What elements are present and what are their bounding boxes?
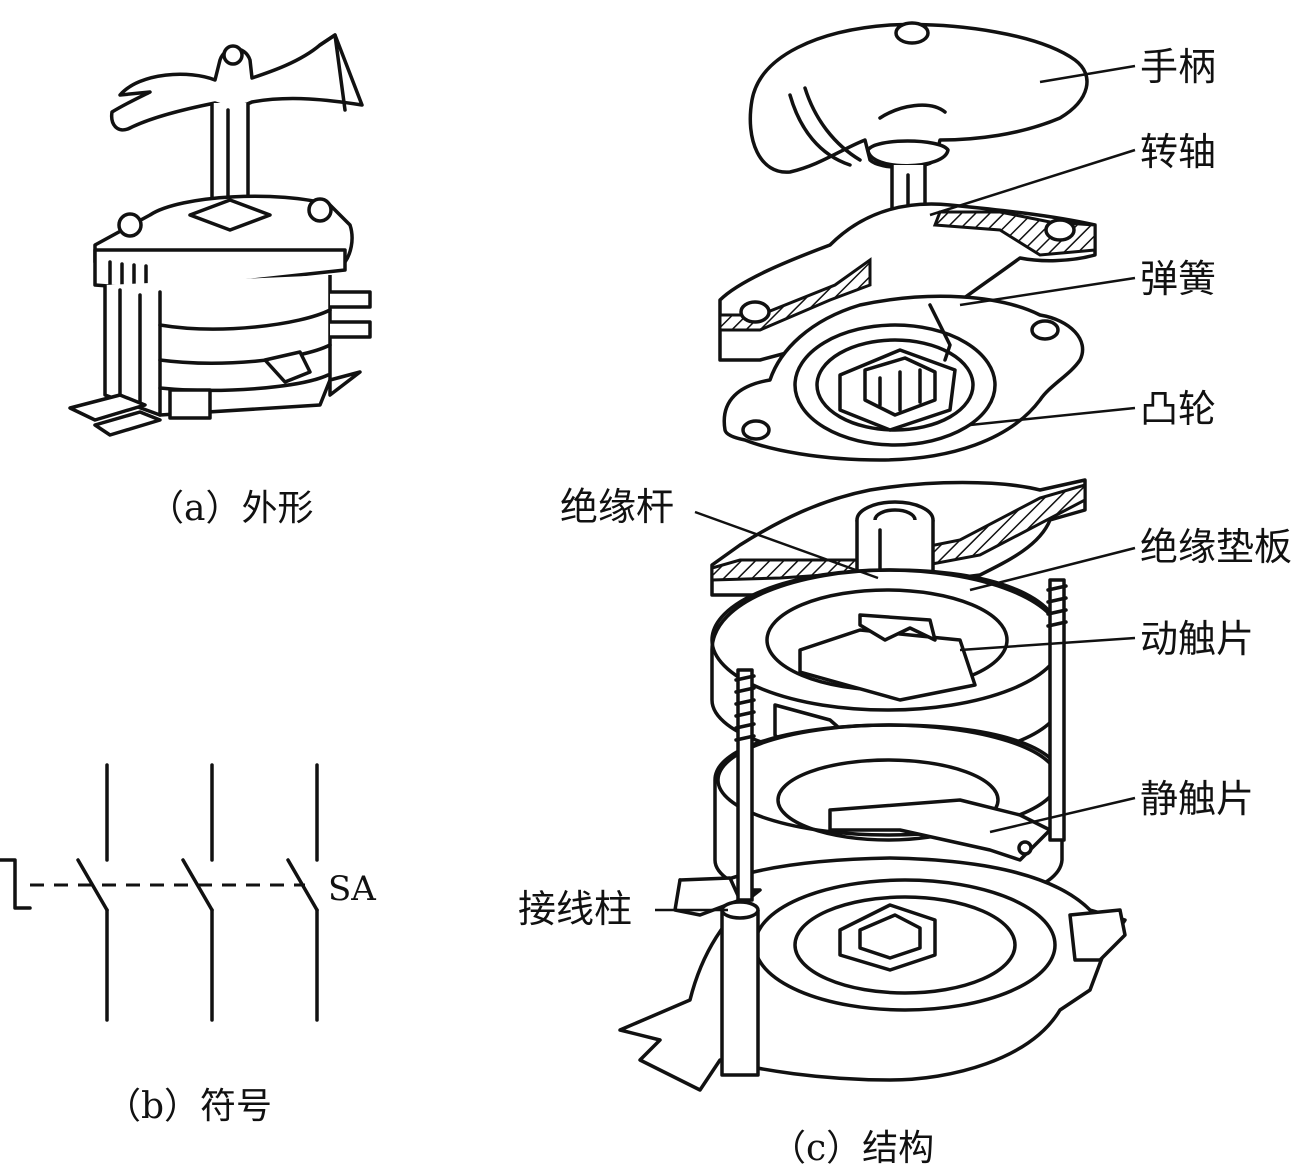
label-handle: 手柄 [1140,45,1216,89]
label-spring: 弹簧 [1140,257,1216,301]
exploded-structure-drawing [618,21,1127,1092]
label-moving-contact: 动触片 [1140,617,1254,661]
label-static-contact: 静触片 [1140,777,1254,821]
caption-c: （c）结构 [770,1128,934,1169]
label-shaft: 转轴 [1140,130,1216,174]
switch-symbol [0,763,319,1022]
label-insulating-pad: 绝缘垫板 [1140,525,1292,569]
label-insulating-rod: 绝缘杆 [560,485,674,529]
external-view-drawing [68,33,372,437]
label-cam: 凸轮 [1140,387,1216,431]
leader-lines [655,64,1136,912]
caption-b: （b）符号 [105,1086,272,1127]
label-terminal-post: 接线柱 [518,887,632,931]
caption-a: （a）外形 [148,488,313,529]
symbol-label: SA [328,869,376,909]
